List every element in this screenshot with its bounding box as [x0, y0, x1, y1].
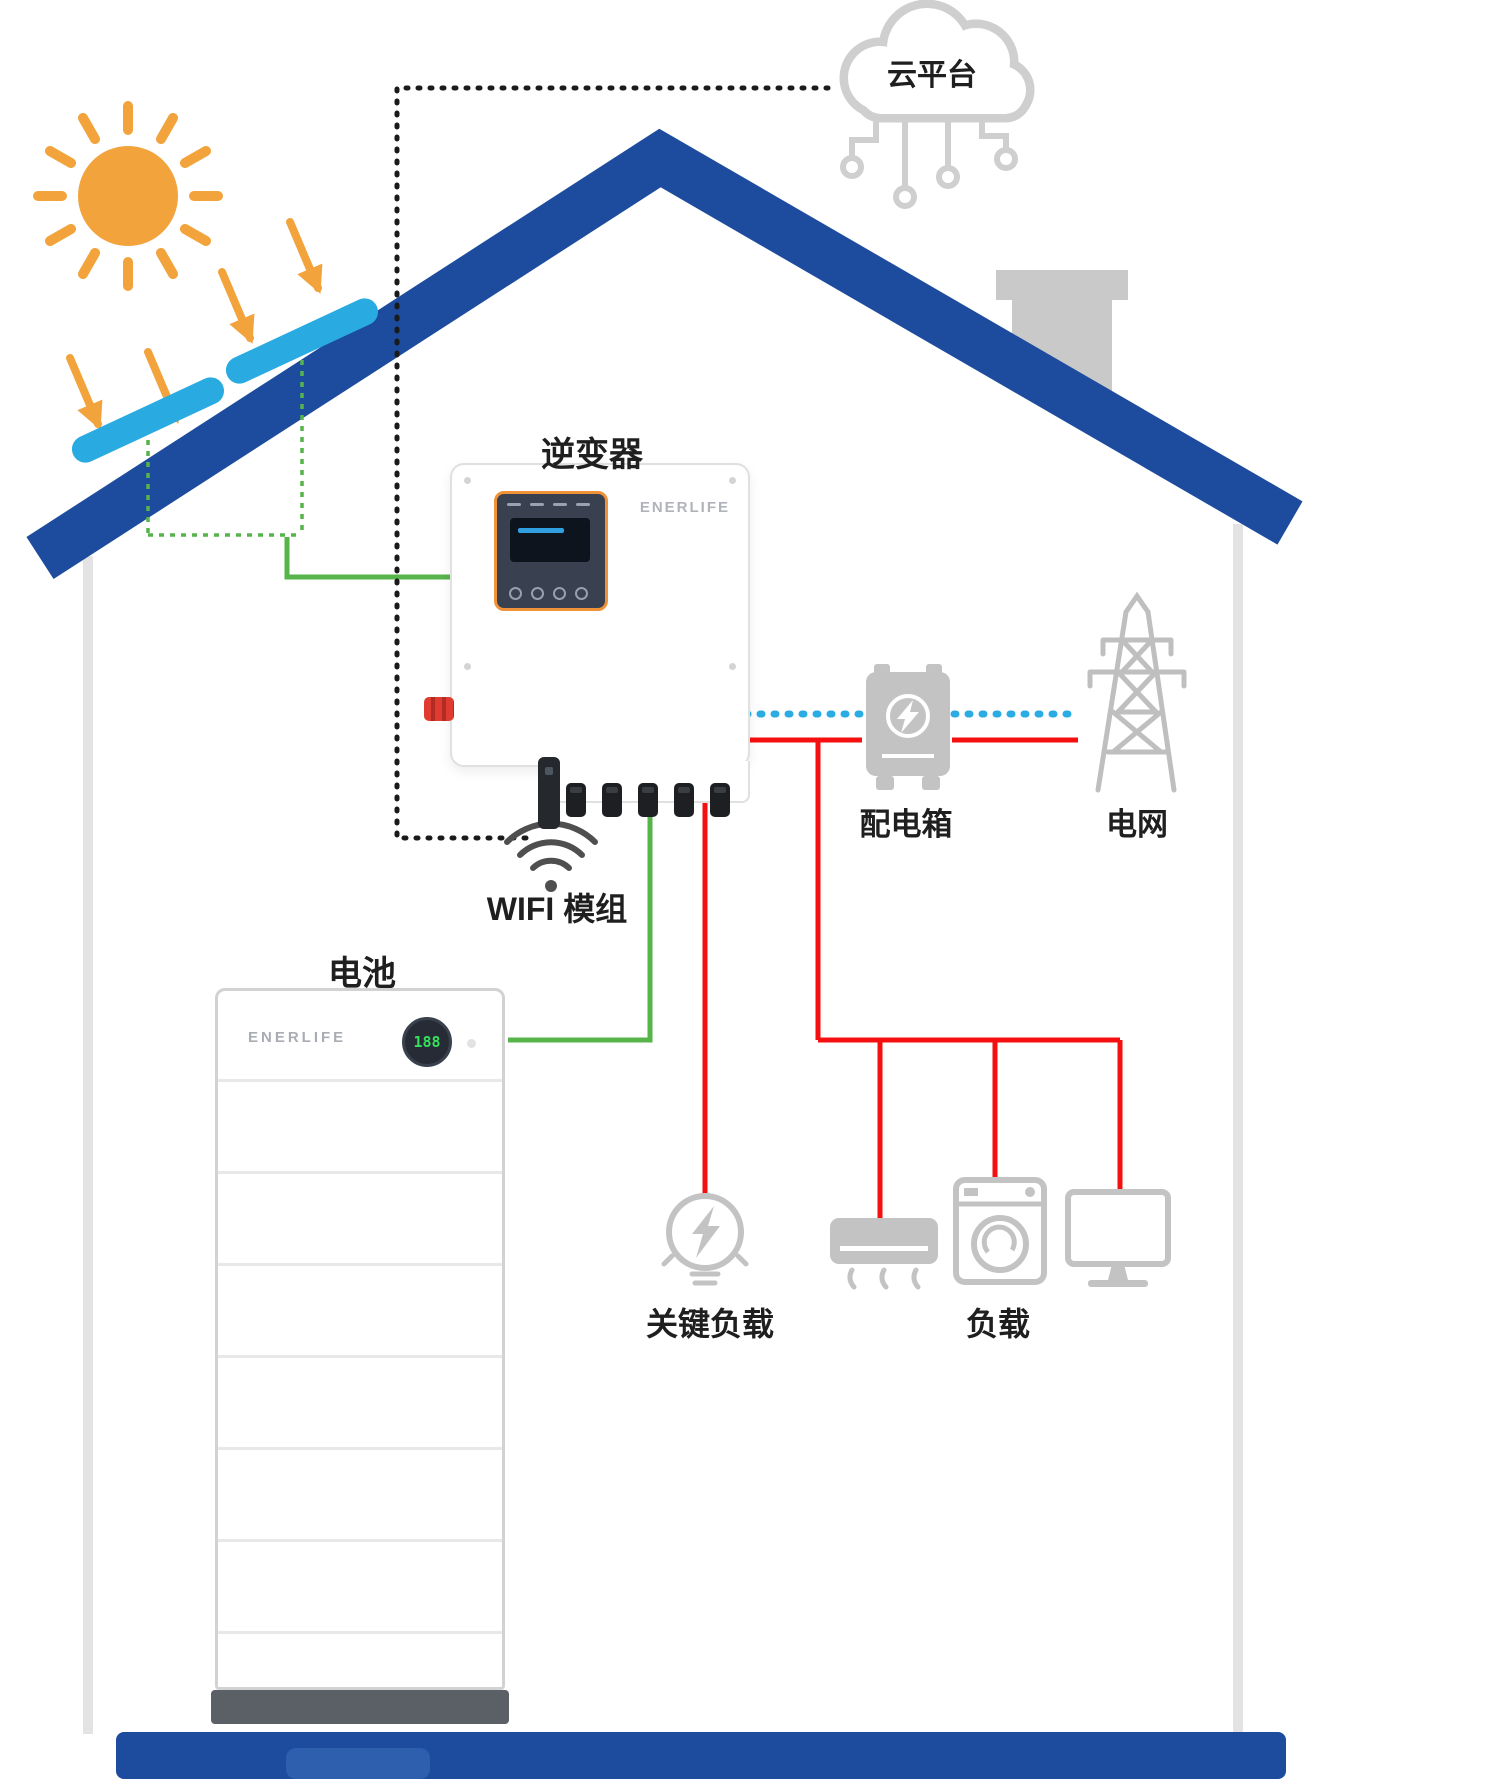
module-seam	[218, 1631, 502, 1634]
module-seam	[218, 1263, 502, 1266]
mc4-connector	[710, 783, 730, 817]
module-seam	[218, 1171, 502, 1174]
mc4-connector	[566, 783, 586, 817]
load-lines-red	[702, 737, 1123, 1218]
battery-display: 188	[402, 1017, 452, 1067]
sun-icon	[33, 101, 223, 291]
cloud-icon	[839, 0, 1035, 123]
monitor-icon	[1065, 1189, 1171, 1287]
module-seam	[218, 1355, 502, 1358]
mc4-connector	[674, 783, 694, 817]
label-grid: 电网	[1106, 807, 1168, 842]
label-critical-load: 关键负载	[645, 1306, 775, 1342]
battery-soc-value: 188	[413, 1033, 441, 1051]
label-load: 负载	[965, 1306, 1031, 1342]
roof	[26, 128, 1303, 580]
screw-icon	[464, 663, 471, 670]
inverter-buttons	[509, 587, 588, 600]
wifi-waves-icon	[504, 820, 598, 892]
cloud-network-nodes	[840, 120, 1018, 209]
inverter-battery-line	[508, 803, 653, 1043]
battery-indicator-dot	[467, 1039, 476, 1048]
module-seam	[218, 1447, 502, 1450]
solar-panels	[71, 298, 379, 463]
screw-icon	[729, 663, 736, 670]
pv-inverter-line	[284, 537, 452, 580]
status-led-row	[507, 503, 590, 506]
dc-switch-knob	[424, 697, 454, 721]
label-distribution-box: 配电箱	[859, 807, 953, 842]
label-wifi-module: WIFI 模组	[486, 891, 628, 927]
inverter-screen	[510, 518, 590, 562]
label-inverter: 逆变器	[541, 436, 643, 474]
grid-tower-icon	[1087, 591, 1187, 793]
screw-icon	[729, 477, 736, 484]
inverter-display	[494, 491, 608, 611]
label-cloud-platform: 云平台	[887, 59, 977, 92]
ac-unit-icon	[830, 1218, 938, 1290]
mc4-connector	[638, 783, 658, 817]
bulb-icon	[661, 1193, 749, 1286]
module-seam	[218, 1539, 502, 1542]
battery-foot	[286, 1748, 430, 1779]
wifi-dongle	[538, 757, 560, 829]
enerlife-logo: ENERLIFE	[639, 499, 730, 516]
screw-icon	[464, 477, 471, 484]
label-battery: 电池	[328, 955, 396, 993]
distribution-box-icon	[866, 664, 950, 790]
mc4-connector	[602, 783, 622, 817]
connector-strip	[554, 761, 750, 817]
enerlife-logo: ENERLIFE	[248, 1029, 347, 1046]
pv-string-wiring	[146, 360, 304, 537]
cloud-wifi-line	[394, 85, 831, 841]
washing-machine-icon	[953, 1177, 1047, 1285]
battery-base	[211, 1690, 509, 1724]
battery-unit: ENERLIFE 188	[215, 988, 505, 1690]
inverter-unit: ENERLIFE	[424, 463, 750, 829]
module-seam	[218, 1079, 502, 1082]
